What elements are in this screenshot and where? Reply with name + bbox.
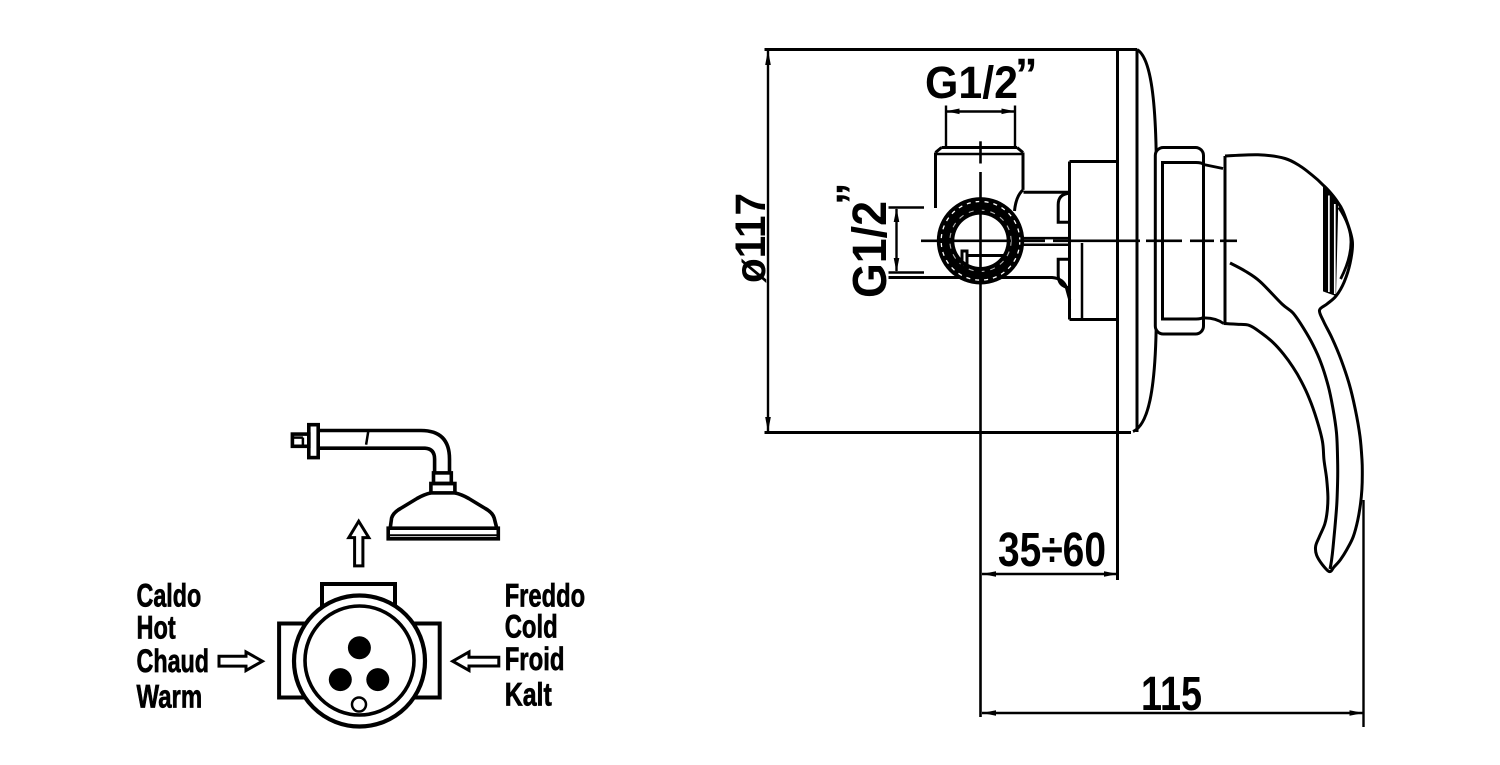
svg-text:Warm: Warm xyxy=(137,678,203,714)
svg-text:”: ” xyxy=(827,183,878,206)
svg-text:Chaud: Chaud xyxy=(137,643,210,679)
svg-text:Caldo: Caldo xyxy=(137,577,202,613)
svg-text:Kalt: Kalt xyxy=(505,676,552,712)
svg-text:G1/2: G1/2 xyxy=(925,57,1018,108)
svg-text:Cold: Cold xyxy=(505,609,558,645)
svg-text:”: ” xyxy=(1015,49,1038,100)
svg-text:115: 115 xyxy=(1141,668,1202,721)
svg-text:Freddo: Freddo xyxy=(505,577,585,613)
svg-text:35÷60: 35÷60 xyxy=(998,524,1106,577)
svg-text:Froid: Froid xyxy=(505,641,565,677)
svg-text:ø117: ø117 xyxy=(727,193,775,283)
svg-text:Hot: Hot xyxy=(137,610,176,646)
svg-text:G1/2: G1/2 xyxy=(844,201,897,298)
